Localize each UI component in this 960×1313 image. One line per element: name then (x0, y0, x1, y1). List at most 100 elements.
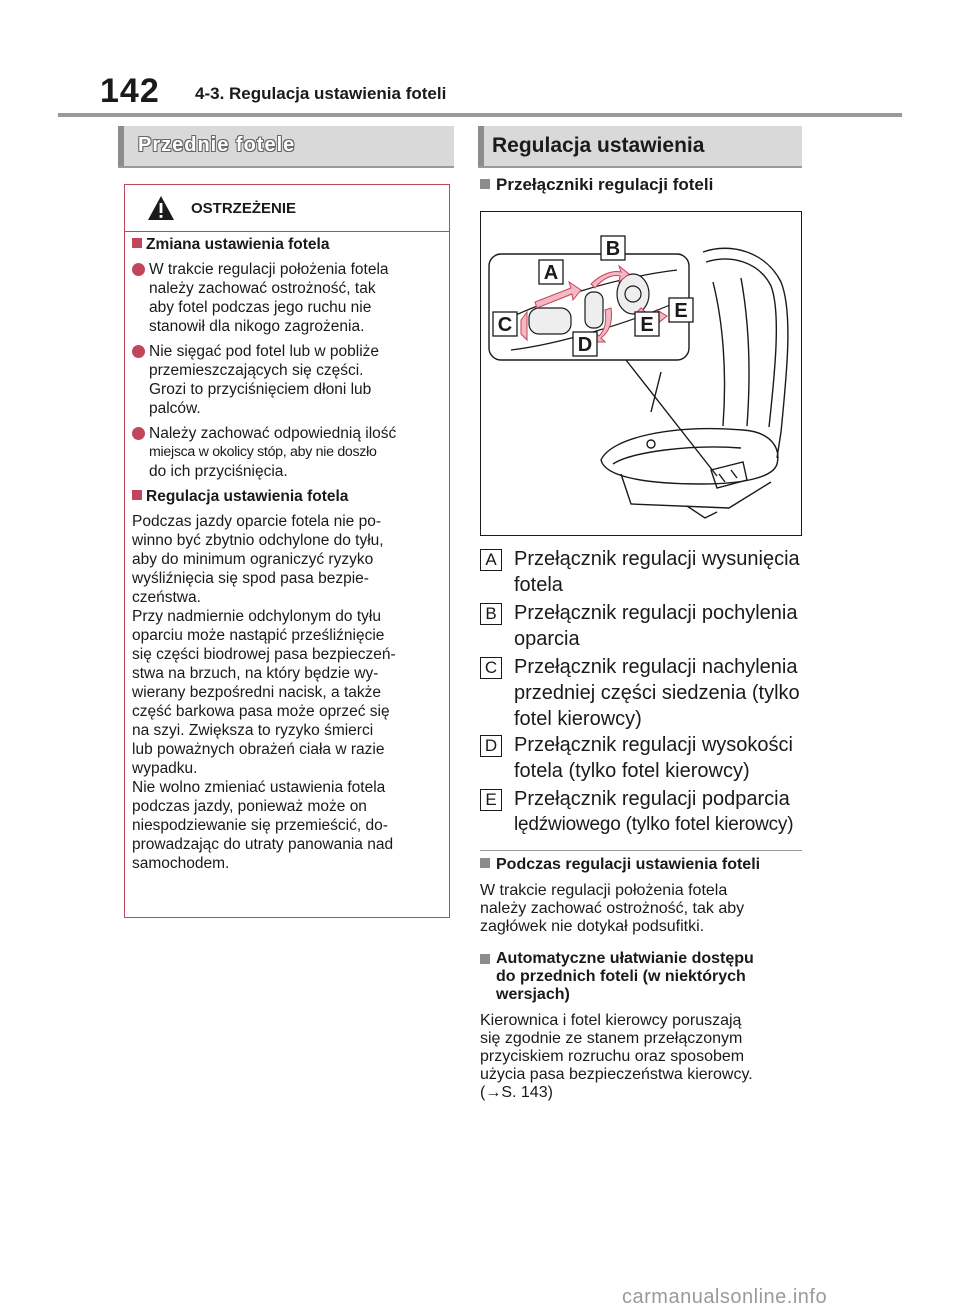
legend-text: Przełącznik regulacji podparcia lędźwiow… (514, 786, 814, 838)
legend-letter-b: B (480, 603, 502, 625)
legend-line: Przełącznik regulacji pochylenia (514, 602, 798, 624)
subheading-seat-switches: Przełączniki regulacji foteli (480, 175, 713, 195)
square-bullet-icon (480, 179, 490, 189)
legend-letter-c: C (480, 657, 502, 679)
paragraph-line: wyśliźnięcia się spod pasa bezpie- (132, 570, 369, 587)
label-a: A (544, 262, 558, 284)
note-body: Kierownica i fotel kierowcy poruszają si… (480, 1012, 810, 1102)
label-b: B (606, 238, 620, 260)
section-title: Regulacja ustawienia (492, 134, 705, 157)
legend-line: lędźwiowego (tylko fotel kierowcy) (514, 814, 794, 835)
note-heading-line: Automatyczne ułatwianie dostępu (496, 950, 754, 967)
label-e: E (640, 314, 653, 336)
paragraph-line: część barkowa pasa może oprzeć się (132, 703, 390, 720)
footer-watermark: carmanualsonline.info (622, 1286, 828, 1308)
bullet-dot-icon (132, 345, 145, 358)
paragraph-line: winno być zbytnio odchylone do tyłu, (132, 532, 384, 549)
notes-divider (480, 850, 802, 851)
page-number: 142 (100, 72, 160, 110)
legend-letter-a: A (480, 549, 502, 571)
paragraph-line: lub poważnych obrażeń ciała w razie (132, 741, 385, 758)
paragraph-line: niespodziewanie się przemieścić, do- (132, 817, 388, 834)
legend-line: oparcia (514, 628, 580, 650)
bullet-line: należy zachować ostrożność, tak (149, 280, 376, 297)
header-divider (58, 113, 902, 117)
section-banner-front-seats: Przednie fotele (118, 126, 454, 168)
warning-heading-text: Zmiana ustawienia fotela (146, 236, 330, 253)
square-bullet-icon (480, 954, 490, 964)
square-bullet-icon (480, 858, 490, 868)
paragraph-line: aby do minimum ograniczyć ryzyko (132, 551, 374, 568)
bullet-line: Nie sięgać pod fotel lub w pobliże (149, 343, 380, 360)
page-reference-link[interactable]: (→S. 143) (480, 1084, 553, 1101)
bullet-line: Grozi to przyciśnięciem dłoni lub (149, 381, 372, 398)
section-banner-adjustment: Regulacja ustawienia (478, 126, 802, 168)
legend-line: Przełącznik regulacji wysokości (514, 734, 793, 756)
legend-line: Przełącznik regulacji nachylenia (514, 656, 798, 678)
label-e: E (674, 300, 687, 322)
note-line: przyciskiem rozruchu oraz sposobem (480, 1048, 745, 1065)
warning-heading: Regulacja ustawienia fotela (132, 487, 447, 506)
subheading-text: Przełączniki regulacji foteli (496, 175, 714, 194)
label-c: C (498, 314, 512, 336)
paragraph-line: wierany bezpośredni nacisk, a także (132, 684, 381, 701)
bullet-line: miejsca w okolicy stóp, aby nie doszło (149, 444, 377, 460)
legend-line: fotel kierowcy) (514, 708, 642, 730)
note-seat-adjustment: Podczas regulacji ustawienia foteli W tr… (480, 856, 810, 936)
legend-line: fotela (tylko fotel kierowcy) (514, 760, 750, 782)
legend-text: Przełącznik regulacji pochylenia oparcia (514, 600, 814, 652)
paragraph-line: oparciu może nastąpić prześliźnięcie (132, 627, 385, 644)
paragraph-line: samochodem. (132, 855, 230, 872)
chapter-title: 4-3. Regulacja ustawienia foteli (195, 84, 447, 103)
warning-heading: Zmiana ustawienia fotela (132, 235, 447, 254)
note-heading: Podczas regulacji ustawienia foteli (480, 856, 810, 874)
legend-text: Przełącznik regulacji wysokości fotela (… (514, 732, 814, 784)
bullet-dot-icon (132, 427, 145, 440)
warning-box: OSTRZEŻENIE Zmiana ustawienia fotela W t… (124, 184, 450, 918)
warning-bullet: Należy zachować odpowiednią ilość miejsc… (132, 424, 447, 481)
note-line: zagłówek nie dotykał podsufitki. (480, 918, 705, 935)
paragraph-line: Przy nadmiernie odchylonym do tyłu (132, 608, 381, 625)
bullet-line: W trakcie regulacji położenia fotela (149, 261, 389, 278)
legend-line: fotela (514, 574, 563, 596)
bullet-line: do ich przyciśnięcia. (149, 463, 288, 480)
bullet-line: stanowił dla nikogo zagrożenia. (149, 318, 365, 335)
seat-switch-illustration: B A C D E E (480, 211, 802, 536)
warning-title: OSTRZEŻENIE (191, 200, 297, 217)
paragraph-line: Podczas jazdy oparcie fotela nie po- (132, 513, 382, 530)
warning-heading-text: Regulacja ustawienia fotela (146, 488, 349, 505)
bullet-line: Należy zachować odpowiednią ilość (149, 425, 397, 442)
note-body: W trakcie regulacji położenia fotela nal… (480, 882, 810, 936)
bullet-line: palców. (149, 400, 201, 417)
note-line: użycia pasa bezpieczeństwa kierowcy. (480, 1066, 753, 1083)
warning-header: OSTRZEŻENIE (125, 185, 449, 232)
seat-drawing: B A C D E E (488, 235, 789, 519)
square-bullet-icon (132, 238, 142, 248)
bullet-line: przemieszczających się części. (149, 362, 364, 379)
bullet-line: aby fotel podczas jego ruchu nie (149, 299, 372, 316)
legend-text: Przełącznik regulacji wysunięcia fotela (514, 546, 814, 598)
note-heading-text: Podczas regulacji ustawienia foteli (496, 856, 761, 873)
paragraph-line: się części biodrowej pasa bezpieczeń- (132, 646, 396, 663)
warning-body: Zmiana ustawienia fotela W trakcie regul… (132, 235, 447, 873)
warning-bullet: W trakcie regulacji położenia fotela nal… (132, 260, 447, 336)
paragraph-line: czeństwa. (132, 589, 201, 606)
legend-letter-e: E (480, 789, 502, 811)
note-easy-access: Automatyczne ułatwianie dostępu do przed… (480, 950, 810, 1102)
note-heading-line: wersjach) (496, 986, 570, 1003)
warning-triangle-icon (148, 196, 174, 220)
paragraph-line: Nie wolno zmieniać ustawienia fotela (132, 779, 386, 796)
paragraph-line: podczas jazdy, ponieważ może on (132, 798, 367, 815)
note-line: W trakcie regulacji położenia fotela (480, 882, 728, 899)
paragraph-line: stwa na brzuch, na który będzie wy- (132, 665, 379, 682)
legend-text: Przełącznik regulacji nachylenia przedni… (514, 654, 814, 732)
legend-line: Przełącznik regulacji podparcia (514, 788, 790, 810)
banner-stripe (118, 126, 124, 166)
bullet-dot-icon (132, 263, 145, 276)
paragraph-line: prowadzając do utraty panowania nad (132, 836, 394, 853)
warning-paragraph: Podczas jazdy oparcie fotela nie po- win… (132, 512, 447, 873)
square-bullet-icon (132, 490, 142, 500)
note-heading-line: do przednich foteli (w niektórych (496, 968, 746, 985)
legend-line: przedniej części siedzenia (tylko (514, 682, 800, 704)
paragraph-line: wypadku. (132, 760, 198, 777)
